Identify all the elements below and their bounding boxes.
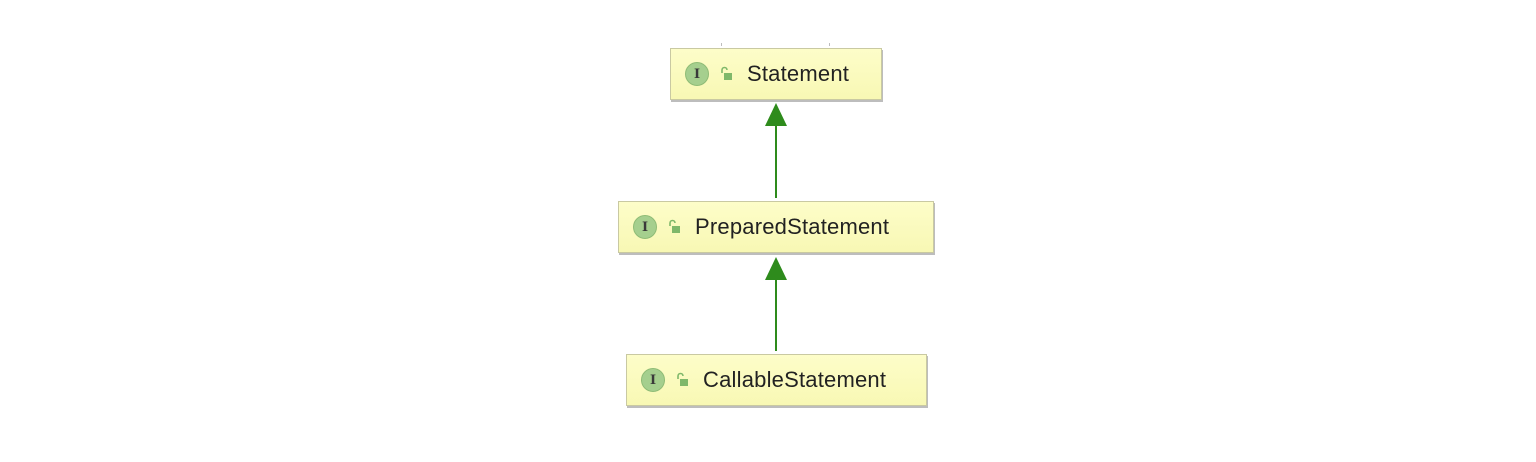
- open-lock-icon: [675, 372, 689, 388]
- interface-icon: I: [641, 368, 665, 392]
- node-prepared-statement[interactable]: I PreparedStatement: [618, 201, 934, 253]
- interface-icon: I: [685, 62, 709, 86]
- node-label: PreparedStatement: [695, 214, 890, 239]
- node-callable-statement[interactable]: I CallableStatement: [626, 354, 927, 406]
- node-label: CallableStatement: [703, 367, 887, 392]
- open-lock-icon: [719, 66, 733, 82]
- node-statement[interactable]: I Statement: [670, 48, 882, 100]
- open-lock-icon: [667, 219, 681, 235]
- edge-prepared-to-statement: [765, 103, 787, 198]
- edge-arrowhead: [765, 103, 787, 126]
- edge-callable-to-prepared: [765, 257, 787, 351]
- edge-arrowhead: [765, 257, 787, 280]
- interface-icon: I: [633, 215, 657, 239]
- node-label: Statement: [747, 61, 850, 86]
- connector-tick: [721, 43, 722, 46]
- connector-tick: [829, 43, 830, 46]
